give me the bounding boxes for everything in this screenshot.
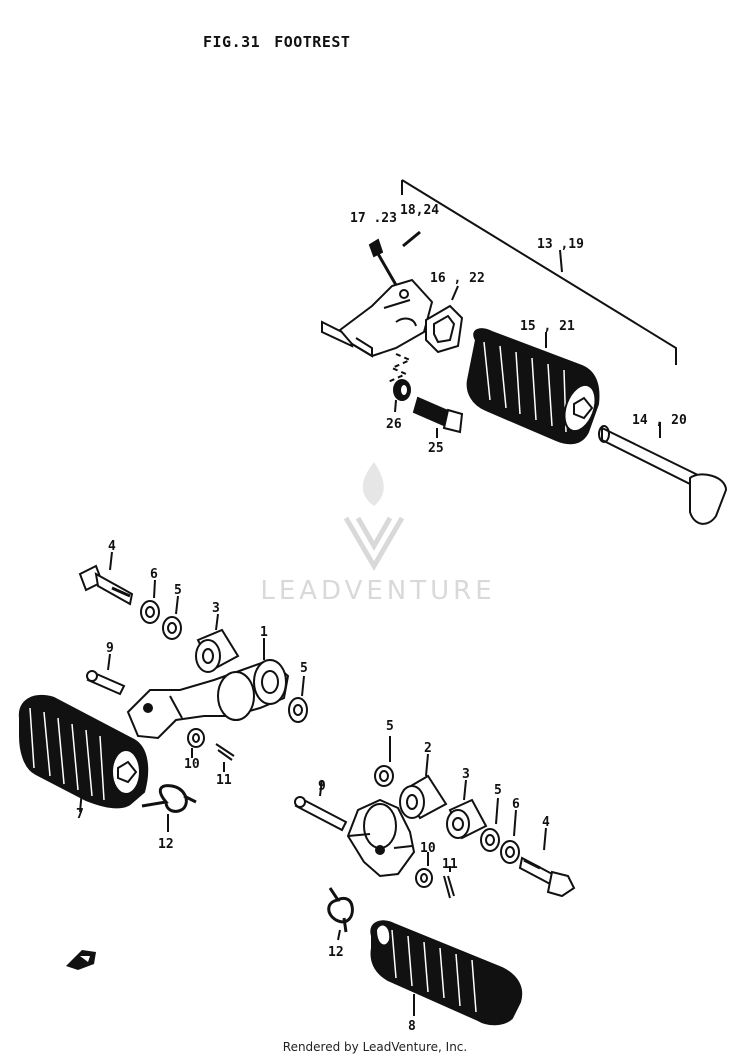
spring-12-right <box>327 887 354 933</box>
label-5-right-top: 5 <box>386 719 394 734</box>
bolt-25 <box>412 396 464 434</box>
cotter-pin-18-24 <box>402 230 421 248</box>
footrest-bracket-right <box>346 798 416 878</box>
label-17-23: 17 .23 <box>350 211 397 226</box>
spring-12-left <box>141 784 197 813</box>
washer-5-right-top <box>374 765 394 787</box>
label-2: 2 <box>424 741 432 756</box>
label-14-20: 14 , 20 <box>632 413 687 428</box>
footrest-bracket-16 <box>321 278 434 358</box>
figure-name: FOOTREST <box>274 33 351 51</box>
washer-5-left-b <box>288 697 308 723</box>
label-9-right: 9 <box>318 779 326 794</box>
label-7: 7 <box>76 807 84 822</box>
bushing-3-left <box>195 628 240 673</box>
label-26: 26 <box>386 417 402 432</box>
label-12-left: 12 <box>158 837 174 852</box>
bolt-17-23 <box>368 238 398 286</box>
pin-9-right <box>294 796 348 832</box>
washer-26 <box>393 379 411 401</box>
washer-10-left <box>187 728 205 748</box>
label-15-21: 15 , 21 <box>520 319 575 334</box>
label-6-right: 6 <box>512 797 520 812</box>
label-6-left: 6 <box>150 567 158 582</box>
label-12-right: 12 <box>328 945 344 960</box>
left-footrest-assembly <box>18 551 308 832</box>
label-5-right: 5 <box>494 783 502 798</box>
label-1: 1 <box>260 625 268 640</box>
label-8: 8 <box>408 1019 416 1034</box>
label-16-22: 16 , 22 <box>430 271 485 286</box>
front-arrow-icon <box>66 950 96 970</box>
assembly-bracket-line <box>401 179 677 365</box>
pin-9-left <box>86 670 126 696</box>
washer-10-right <box>415 868 433 888</box>
label-25: 25 <box>428 441 444 456</box>
footer-credit: Rendered by LeadVenture, Inc. <box>282 1040 468 1054</box>
footrest-bracket-1 <box>126 658 290 740</box>
washer-6-right <box>500 840 520 864</box>
cotter-pin-11-left <box>215 743 235 761</box>
figure-title: FIG.31 FOOTREST <box>203 33 364 51</box>
bolt-4-right <box>518 856 576 898</box>
bolt-4-left <box>78 564 134 606</box>
label-11-left: 11 <box>216 773 232 788</box>
bushing-3-right <box>446 798 488 840</box>
label-4-right: 4 <box>542 815 550 830</box>
label-10-right: 10 <box>420 841 436 856</box>
label-11-right: 11 <box>442 857 458 872</box>
label-13-19: 13 ,19 <box>537 237 584 252</box>
figure-number: FIG.31 <box>203 33 261 51</box>
upper-footrest-assembly <box>321 179 728 525</box>
footpeg-rubber-7 <box>18 695 149 809</box>
watermark-logo-icon <box>343 462 405 571</box>
washer-5-left <box>162 616 182 640</box>
washer-6-left <box>140 600 160 624</box>
footpeg-pin-14-20 <box>598 425 728 525</box>
label-10-left: 10 <box>184 757 200 772</box>
right-footrest-assembly <box>294 736 576 1026</box>
cotter-pin-11-right <box>443 875 455 899</box>
label-5-left-b: 5 <box>300 661 308 676</box>
plate-16-22 <box>425 304 464 354</box>
label-4-left: 4 <box>108 539 116 554</box>
label-3-left: 3 <box>212 601 220 616</box>
label-18-24: 18,24 <box>400 203 439 218</box>
bushing-2 <box>399 774 448 820</box>
label-9-left: 9 <box>106 641 114 656</box>
label-5-left: 5 <box>174 583 182 598</box>
footpeg-rubber-15-21 <box>466 328 600 445</box>
footpeg-rubber-8 <box>370 920 523 1026</box>
label-3-right: 3 <box>462 767 470 782</box>
washer-5-right <box>480 828 500 852</box>
watermark-text: LEADVENTURE <box>260 576 496 606</box>
